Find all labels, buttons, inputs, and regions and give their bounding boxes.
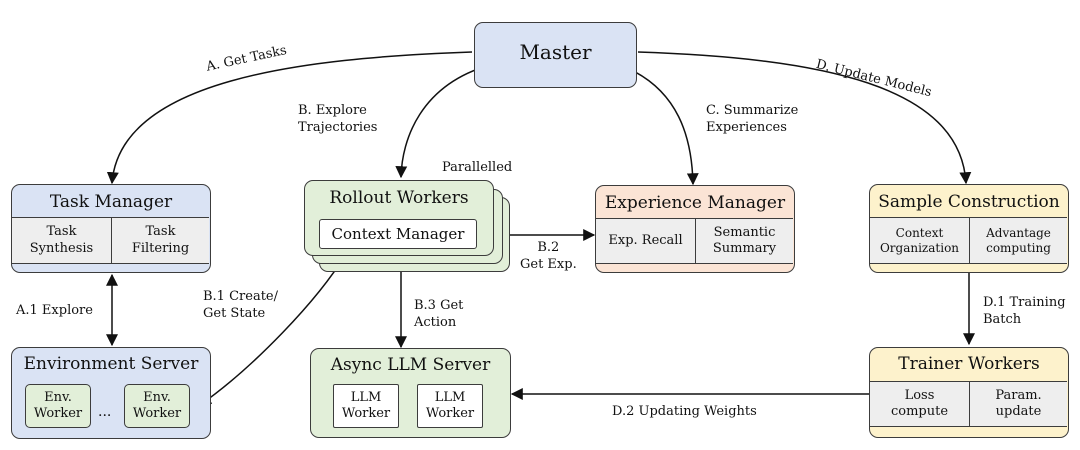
task-synthesis-cell: Task Synthesis — [12, 217, 112, 264]
edge-label-b-explore: B. Explore Trajectories — [298, 103, 378, 135]
parallelled-label: Parallelled — [442, 160, 513, 175]
environment-server-node: Environment Server Env. Worker ... Env. … — [11, 347, 211, 439]
context-manager-label: Context Manager — [331, 224, 465, 243]
llm-worker-2-label: LLM Worker — [425, 389, 475, 421]
llm-worker-1-label: LLM Worker — [341, 389, 391, 421]
experience-manager-title: Experience Manager — [604, 193, 786, 213]
semantic-summary-label: Semantic Summary — [712, 224, 777, 256]
task-manager-node: Task Manager Task Synthesis Task Filteri… — [11, 184, 211, 273]
llm-worker-2: LLM Worker — [417, 384, 483, 428]
edge-label-a1-explore: A.1 Explore — [16, 303, 93, 318]
edge-label-d1-training: D.1 Training Batch — [983, 295, 1066, 327]
context-organization-label: Context Organization — [879, 225, 960, 255]
async-llm-server-title: Async LLM Server — [330, 355, 491, 375]
advantage-computing-label: Advantage computing — [986, 225, 1051, 255]
master-title: Master — [519, 40, 592, 64]
env-worker-ellipsis: ... — [98, 404, 112, 420]
exp-recall-cell: Exp. Recall — [596, 218, 696, 264]
edge-label-b3-get-action: B.3 Get Action — [414, 298, 464, 330]
edge-label-d2-updating: D.2 Updating Weights — [612, 404, 757, 419]
env-worker-1-label: Env. Worker — [33, 389, 83, 421]
task-manager-title: Task Manager — [49, 192, 173, 212]
edge-label-b2-get-exp: B.2 Get Exp. — [520, 240, 577, 272]
sample-construction-node: Sample Construction Context Organization… — [869, 184, 1069, 273]
env-worker-1: Env. Worker — [25, 384, 91, 428]
experience-manager-node: Experience Manager Exp. Recall Semantic … — [595, 185, 795, 273]
sample-construction-title: Sample Construction — [878, 192, 1060, 212]
edge-master-to-experience-manager — [619, 64, 699, 186]
task-filtering-cell: Task Filtering — [112, 217, 209, 264]
edge-label-b1-create: B.1 Create/ Get State — [203, 289, 278, 321]
environment-server-title: Environment Server — [23, 354, 199, 374]
advantage-computing-cell: Advantage computing — [970, 217, 1067, 264]
rollout-workers-node: Rollout Workers Context Manager — [304, 180, 494, 256]
param-update-label: Param. update — [995, 387, 1042, 419]
env-worker-2-label: Env. Worker — [132, 389, 182, 421]
semantic-summary-cell: Semantic Summary — [696, 218, 793, 264]
context-manager-box: Context Manager — [319, 219, 477, 249]
exp-recall-label: Exp. Recall — [608, 232, 683, 248]
rollout-workers-title: Rollout Workers — [329, 188, 469, 208]
trainer-workers-title: Trainer Workers — [898, 354, 1040, 374]
loss-compute-label: Loss compute — [890, 387, 949, 419]
edge-label-c-summarize: C. Summarize Experiences — [706, 103, 799, 135]
loss-compute-cell: Loss compute — [870, 381, 970, 427]
task-filtering-label: Task Filtering — [131, 224, 190, 256]
param-update-cell: Param. update — [970, 381, 1067, 427]
async-llm-server-node: Async LLM Server LLM Worker LLM Worker — [310, 348, 511, 438]
edge-master-to-rollout-workers — [395, 64, 491, 179]
trainer-workers-node: Trainer Workers Loss compute Param. upda… — [869, 347, 1069, 438]
edge-master-to-task-manager — [106, 51, 473, 185]
env-worker-2: Env. Worker — [124, 384, 190, 428]
edge-master-to-sample-construction — [637, 51, 972, 185]
context-organization-cell: Context Organization — [870, 217, 970, 264]
llm-worker-1: LLM Worker — [333, 384, 399, 428]
master-node: Master — [474, 22, 637, 88]
task-synthesis-label: Task Synthesis — [29, 224, 94, 256]
